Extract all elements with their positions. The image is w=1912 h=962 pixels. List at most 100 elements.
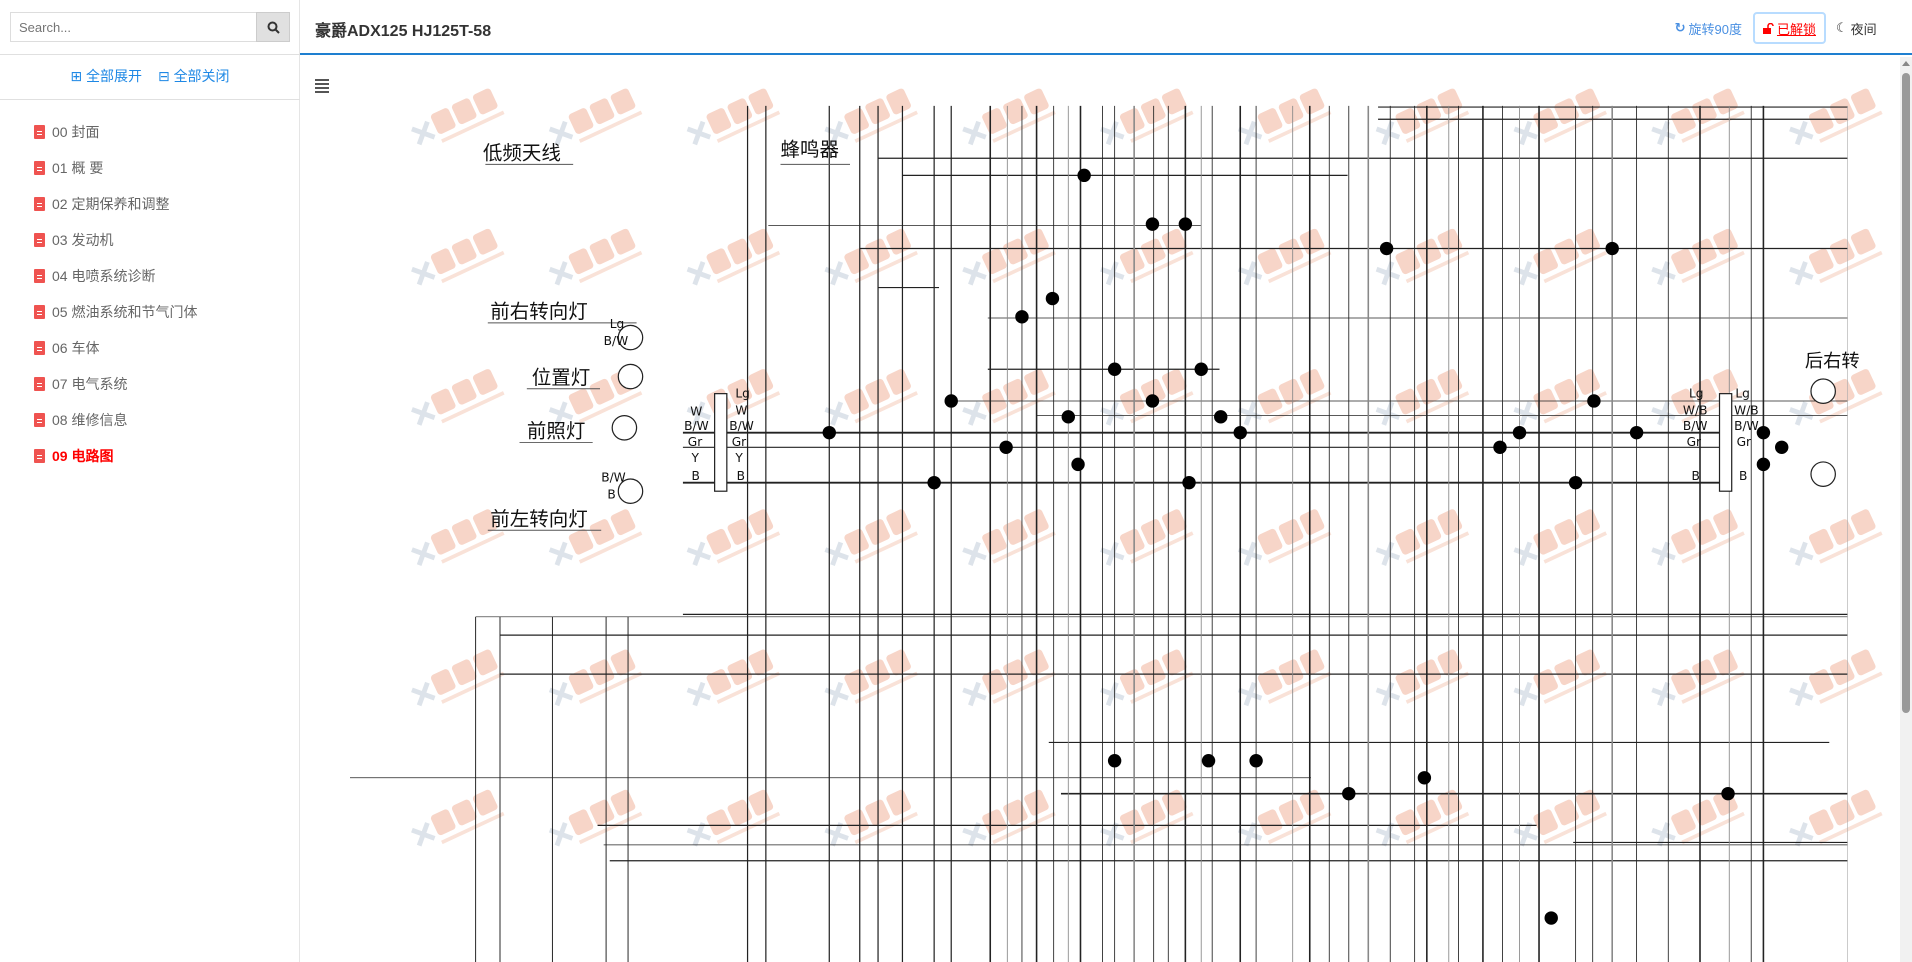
- wire-code: B/W: [604, 334, 629, 348]
- junction-dot: [1107, 754, 1122, 768]
- divider: [0, 99, 300, 100]
- watermark-logo: [1375, 649, 1470, 707]
- sidebar-item-label: 01 概 要: [52, 160, 104, 176]
- expand-all-label: 全部展开: [86, 68, 143, 84]
- menu-icon[interactable]: [315, 79, 329, 95]
- lock-label: 已解锁: [1776, 21, 1816, 37]
- wire-code: B: [737, 469, 745, 483]
- sidebar-item[interactable]: 06 车体: [34, 330, 197, 366]
- watermark-logo: [548, 649, 643, 707]
- scrollbar-thumb[interactable]: [1902, 73, 1910, 713]
- wire-code: Gr: [1687, 435, 1702, 449]
- sidebar-item[interactable]: 03 发动机: [34, 222, 197, 258]
- search-button[interactable]: [256, 12, 290, 42]
- expand-all-button[interactable]: ⊞ 全部展开: [70, 68, 142, 84]
- sidebar-item-label: 04 电喷系统诊断: [52, 268, 156, 284]
- watermark-logo: [824, 228, 918, 286]
- watermark-logo: [411, 649, 505, 707]
- search-input[interactable]: [10, 12, 256, 42]
- sidebar-item[interactable]: 09 电路图: [34, 438, 197, 474]
- sidebar-item[interactable]: 00 封面: [34, 114, 197, 150]
- watermark-logo: [1237, 789, 1332, 847]
- night-mode-button[interactable]: ☾夜间: [1836, 12, 1877, 44]
- scroll-up-arrow[interactable]: [1902, 61, 1910, 66]
- search-box: [10, 12, 290, 42]
- wire-code: Y: [690, 451, 699, 465]
- wire-code: W/B: [1683, 403, 1708, 417]
- junction-dot: [1756, 457, 1771, 472]
- watermark-logo: [1789, 649, 1883, 707]
- junction-dot: [1178, 217, 1193, 231]
- watermark-logo: [962, 789, 1056, 847]
- junction-dot: [1756, 425, 1771, 440]
- junction-dot: [927, 475, 941, 490]
- sidebar-item-label: 08 维修信息: [52, 412, 128, 428]
- chapter-tree: 00 封面 01 概 要 02 定期保养和调整 03 发动机 04 电喷系统诊断 05 燃…: [34, 114, 197, 474]
- wire-code: B/W: [1683, 419, 1708, 433]
- connector: [714, 393, 728, 492]
- scrollbar[interactable]: [1900, 57, 1912, 962]
- collapse-all-button[interactable]: ⊟ 全部关闭: [158, 68, 230, 84]
- sidebar-item[interactable]: 01 概 要: [34, 150, 197, 186]
- junction-dot: [1214, 410, 1228, 424]
- junction-dot: [1077, 168, 1091, 183]
- watermark-logo: [824, 649, 918, 707]
- sidebar-item[interactable]: 04 电喷系统诊断: [34, 258, 197, 294]
- document-icon: [34, 377, 45, 391]
- rotate-icon: ↻: [1674, 20, 1686, 35]
- junction-dot: [999, 440, 1013, 455]
- watermark-logo: [1100, 88, 1194, 146]
- junction-dot: [1015, 310, 1029, 324]
- wire-code: B: [1691, 469, 1699, 483]
- junction-dot: [1107, 362, 1122, 376]
- sidebar-item[interactable]: 07 电气系统: [34, 366, 197, 402]
- lamp-symbol: [617, 478, 644, 505]
- junction-dot: [1544, 911, 1558, 925]
- watermark-logo: [1375, 228, 1470, 286]
- watermark-logo: [1237, 228, 1332, 286]
- wire-code: B/W: [1734, 419, 1759, 433]
- document-icon: [34, 161, 45, 175]
- junction-dot: [1721, 786, 1735, 801]
- wire-code: Lg: [1689, 386, 1704, 400]
- sidebar-item[interactable]: 05 燃油系统和节气门体: [34, 294, 197, 330]
- label-headlight: 前照灯: [527, 420, 586, 443]
- watermark-logo: [1375, 369, 1470, 426]
- moon-icon: ☾: [1836, 20, 1848, 35]
- wire-code: B/W: [729, 419, 754, 433]
- watermark-logo: [1237, 88, 1332, 146]
- sidebar-item-label: 09 电路图: [52, 448, 114, 464]
- lock-toggle-button[interactable]: 已解锁: [1753, 12, 1826, 44]
- sidebar-item[interactable]: 08 维修信息: [34, 402, 197, 438]
- wire-code: Gr: [1737, 435, 1752, 449]
- lamp-symbol: [611, 414, 638, 441]
- watermarks: [411, 88, 1883, 847]
- wiring-diagram[interactable]: 低频天线蜂鸣器前右转向灯位置灯前照灯前左转向灯后右转LgB/WWB/WGrYBB…: [300, 57, 1900, 962]
- unlock-icon: [1762, 22, 1774, 34]
- watermark-logo: [686, 509, 781, 566]
- lamp-symbol: [1810, 461, 1836, 487]
- rotate-label: 旋转90度: [1688, 21, 1742, 37]
- watermark-logo: [1375, 789, 1470, 847]
- watermark-logo: [411, 228, 505, 286]
- watermark-logo: [411, 88, 505, 146]
- junction-dot: [1568, 475, 1583, 490]
- junction-dot: [1145, 394, 1160, 408]
- wire-code: W: [735, 403, 747, 417]
- watermark-logo: [962, 88, 1056, 146]
- watermark-logo: [1100, 789, 1194, 847]
- junction-dot: [1512, 425, 1527, 440]
- wire-code: Lg: [610, 317, 625, 331]
- junction-dot: [1587, 394, 1601, 408]
- watermark-logo: [1375, 509, 1470, 566]
- wire-code: B: [691, 469, 699, 483]
- sidebar-item-label: 02 定期保养和调整: [52, 196, 170, 212]
- wire-code: Lg: [735, 386, 750, 400]
- rotate-button[interactable]: ↻旋转90度: [1675, 12, 1742, 44]
- lamp-symbol: [617, 363, 644, 390]
- watermark-logo: [411, 369, 505, 426]
- plus-square-icon: ⊞: [70, 68, 83, 84]
- watermark-logo: [962, 369, 1056, 426]
- sidebar-item[interactable]: 02 定期保养和调整: [34, 186, 197, 222]
- wire-code: Gr: [732, 435, 747, 449]
